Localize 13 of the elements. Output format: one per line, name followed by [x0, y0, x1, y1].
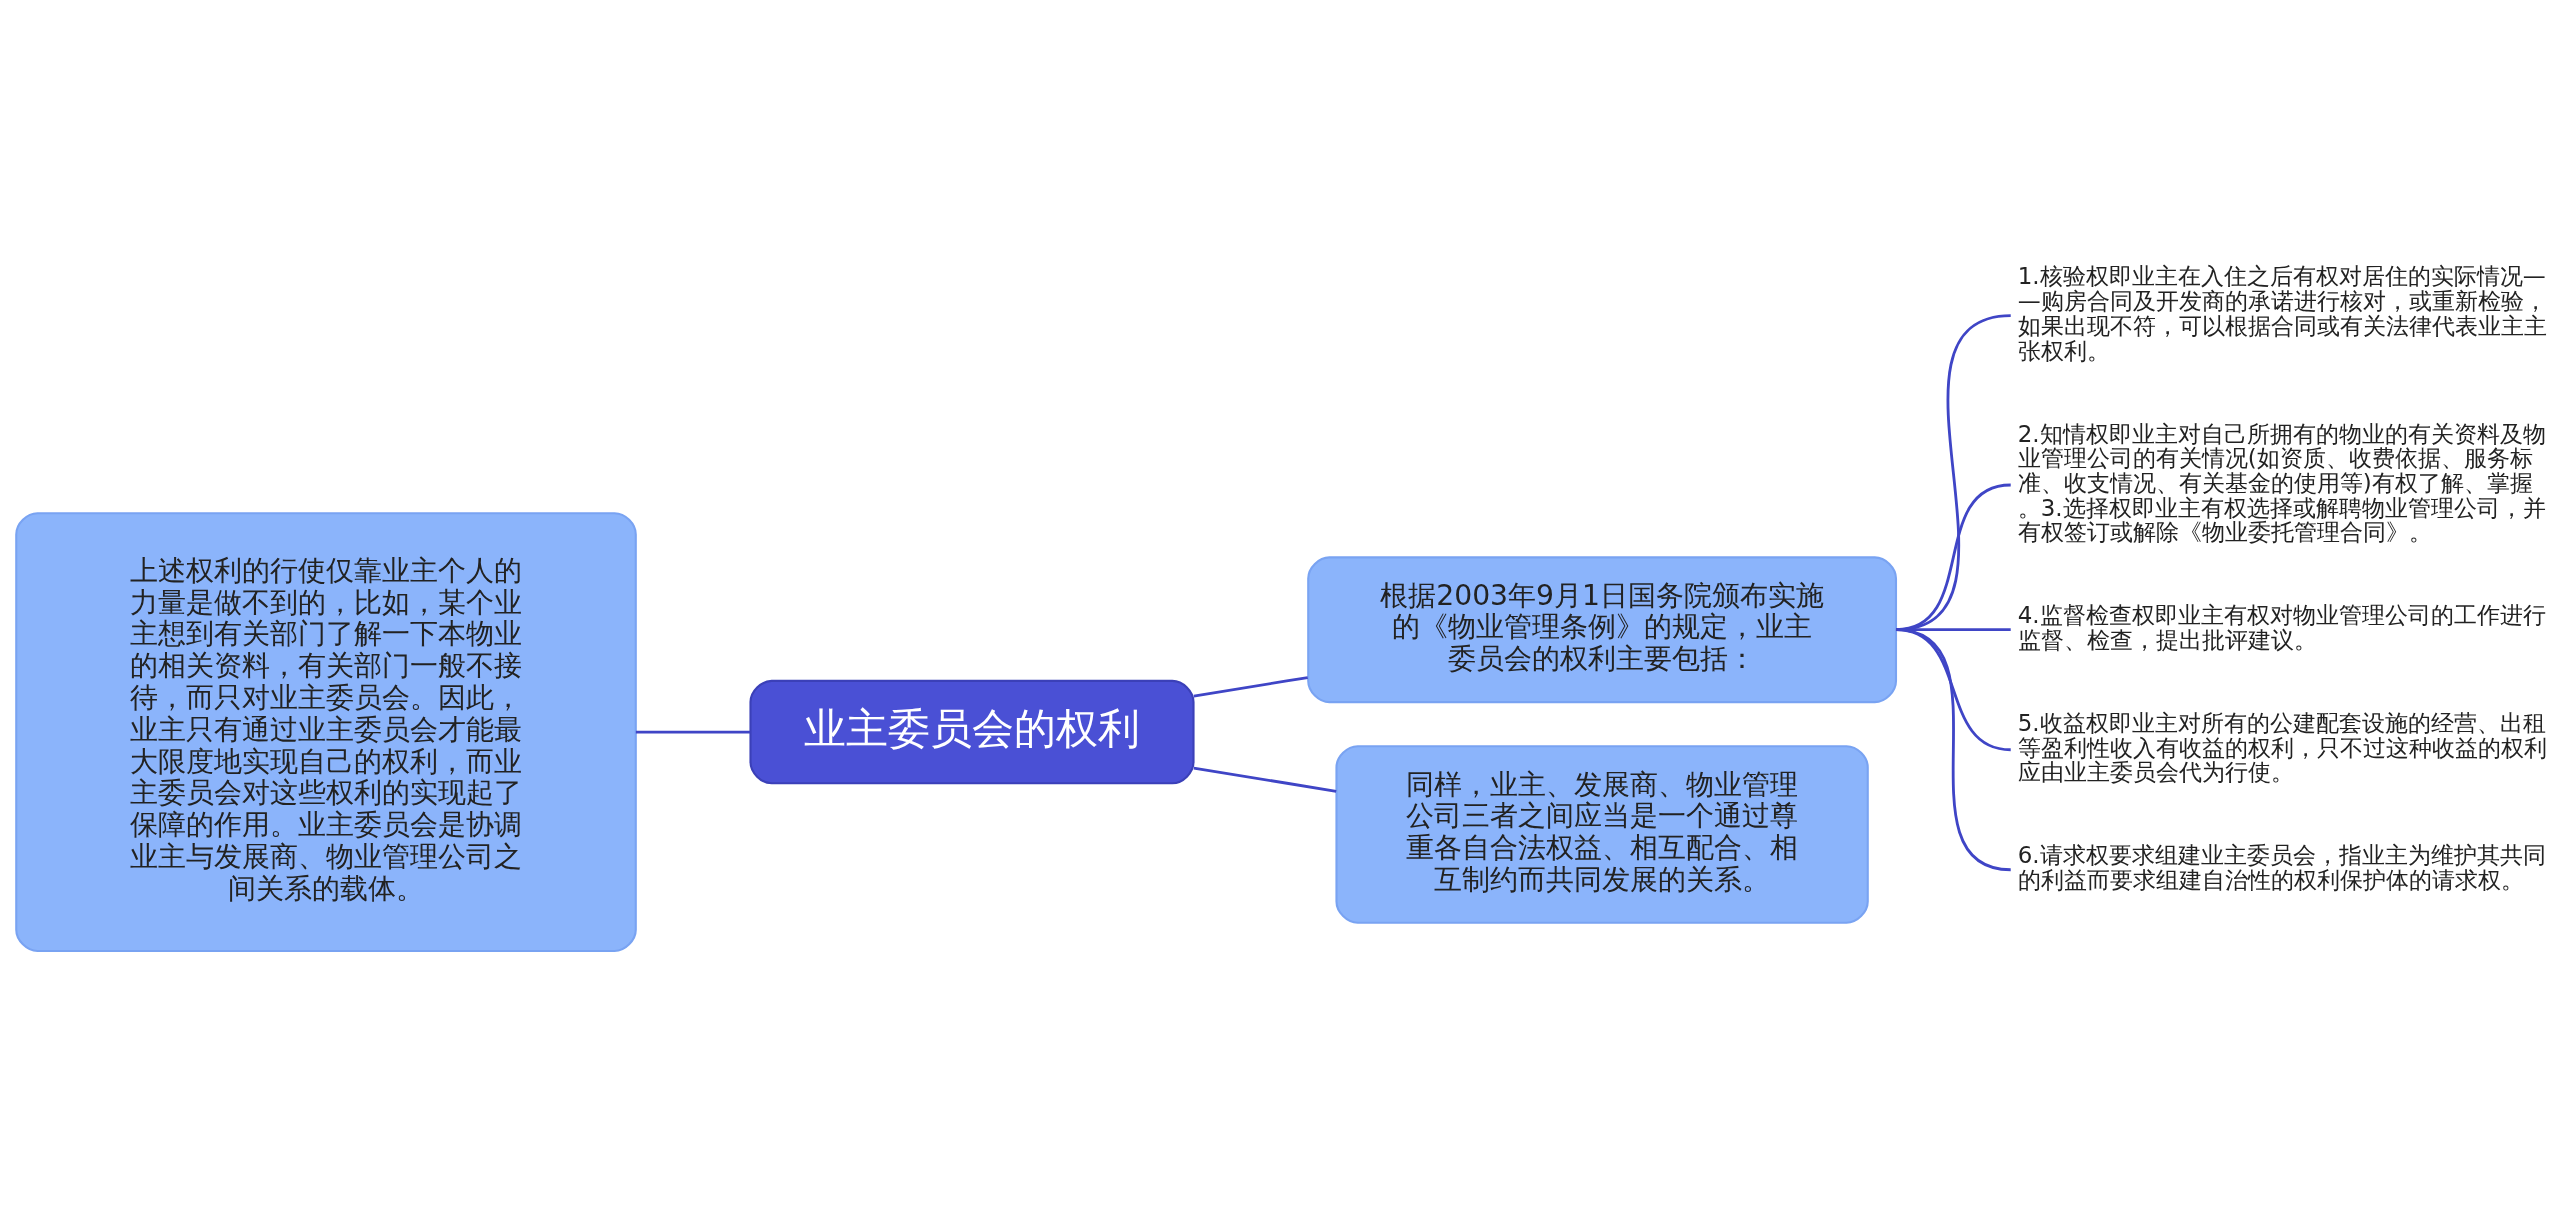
- node-box: 上述权利的行使仅靠业主个人的力量是做不到的，比如，某个业主想到有关部门了解一下本物业的相关资料，有关部门一般不接待，而只对业主委员会。因此，业主只有通过业主委员会才能最大限度地实现自己的权利，而业主委员会对这些权利的实现起了保障的作用。业主委员会是协调业主与发展商、物业管理公司之间关系的载体。: [15, 511, 637, 952]
- node-text: 1.核验权即业主在入住之后有权对居住的实际情况——购房合同及开发商的承诺进行核对，或重新检验，如果出现不符，可以根据合同或有关法律代表业主主张权利。: [2017, 262, 2547, 364]
- connector: [1193, 766, 1337, 793]
- node-box: 根据2003年9月1日国务院颁布实施的《物业管理条例》的规定，业主委员会的权利主要包括：: [1307, 555, 1898, 703]
- node-text: 5.收益权即业主对所有的公建配套设施的经营、出租等盈利性收入有收益的权利，只不过这种收益的权利应由业主委员会代为行使。: [2017, 709, 2547, 785]
- node-box: 同样，业主、发展商、物业管理公司三者之间应当是一个通过尊重各自合法权益、相互配合、相互制约而共同发展的关系。: [1335, 744, 1869, 924]
- node-text: 6.请求权要求组建业主委员会，指业主为维护其共同的利益而要求组建自治性的权利保护体的请求权。: [2017, 841, 2546, 893]
- node-text: 4.监督检查权即业主有权对物业管理公司的工作进行监督、检查，提出批评建议。: [2017, 601, 2546, 653]
- node-box: 业主委员会的权利: [749, 679, 1195, 784]
- connector: [1895, 627, 2011, 871]
- connector: [635, 730, 751, 733]
- node-text: 2.知情权即业主对自己所拥有的物业的有关资料及物业管理公司的有关情况(如资质、收费依据、服务标准、收支情况、有关基金的使用等)有权了解、掌握。3.选择权即业主有权选择或解聘物业管理公司，并有权签订或解除《物业委托管理合同》。: [2017, 420, 2546, 545]
- connector: [1193, 675, 1308, 698]
